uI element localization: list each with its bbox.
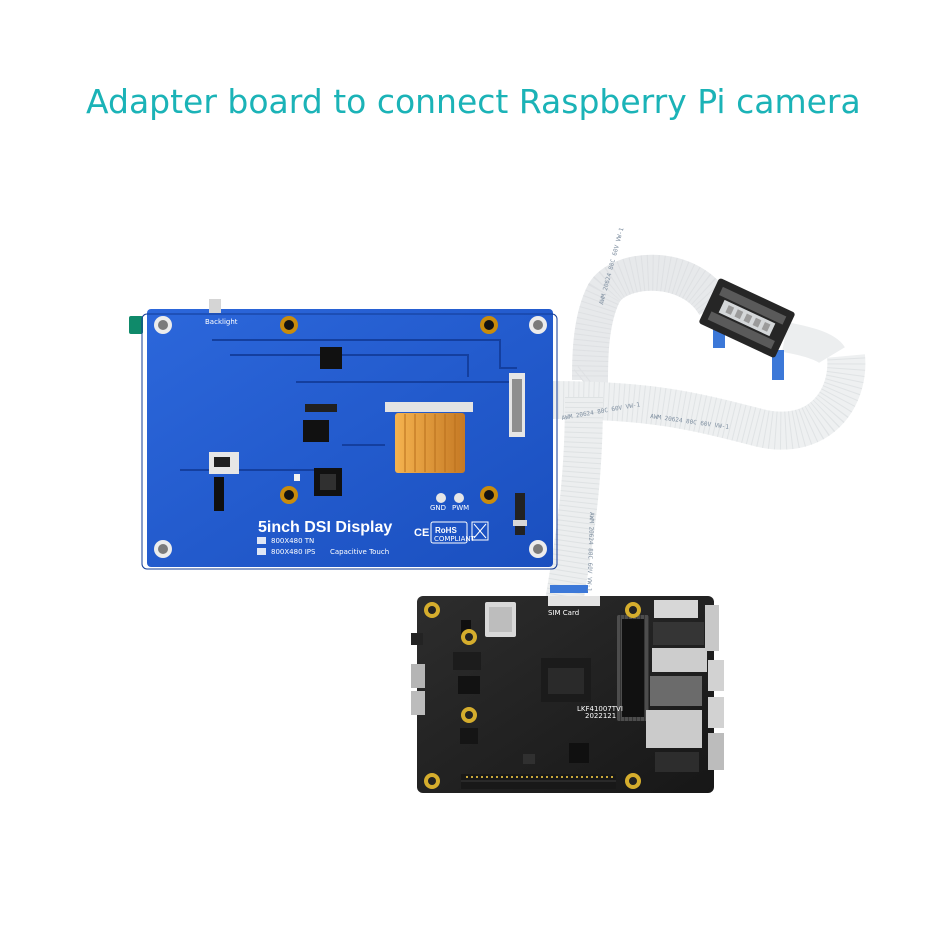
- display-board-title: 5inch DSI Display: [258, 519, 392, 536]
- page-title: Adapter board to connect Raspberry Pi ca…: [86, 82, 861, 121]
- dsi-display-board: Backlight: [129, 299, 558, 570]
- camera-port: [548, 596, 600, 606]
- option-checkbox-ips: [257, 548, 266, 555]
- compliant-mark: COMPLIANT: [434, 535, 476, 543]
- pwm-label: PWM: [452, 504, 469, 512]
- touch-label: Capacitive Touch: [330, 548, 389, 556]
- camera-adapter-board: [699, 278, 795, 358]
- sim-card-label: SIM Card: [548, 609, 579, 617]
- gnd-label: GND: [430, 504, 446, 512]
- weee-icon: [471, 521, 489, 541]
- cert-marks: CE RoHS COMPLIANT: [414, 521, 489, 544]
- flex-cable: AWM 20624 80C 60V VW-1 AWM 20624 80C 60V…: [515, 227, 866, 606]
- option-tn-label: 800X480 TN: [271, 537, 314, 545]
- option-ips-label: 800X480 IPS: [271, 548, 316, 556]
- main-computer-board: SIM Card: [411, 596, 724, 793]
- ce-mark: CE: [414, 527, 429, 539]
- rohs-mark: RoHS: [435, 526, 457, 535]
- lcd-ribbon-cable: [395, 413, 465, 473]
- backlight-label: Backlight: [205, 318, 238, 326]
- board-date-label: 2022121: [585, 712, 616, 720]
- option-checkbox-tn: [257, 537, 266, 544]
- cable-print-3: AWM 20624 80C 60V VW-1: [585, 512, 595, 592]
- board-model-label: LKF41007TVI: [577, 705, 623, 713]
